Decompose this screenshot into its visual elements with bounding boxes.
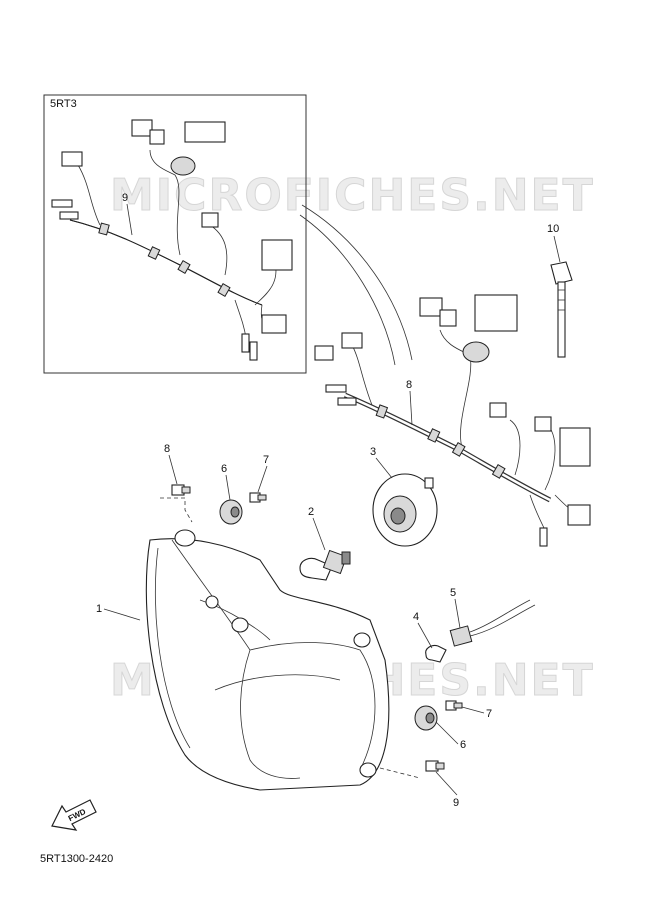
callout-5: 5 — [450, 587, 456, 599]
bolt-top — [171, 484, 191, 496]
callout-8-bottom: 9 — [453, 797, 459, 809]
callout-4: 4 — [413, 611, 419, 623]
callout-2: 2 — [308, 506, 314, 518]
callout-1: 1 — [96, 603, 102, 615]
fwd-arrow-icon: FWD — [51, 799, 97, 831]
inset-leader-2 — [299, 214, 396, 366]
callout-10: 10 — [547, 223, 559, 235]
damper-bottom — [414, 705, 438, 731]
auxiliary-bulb — [425, 644, 447, 663]
callout-3: 3 — [370, 446, 376, 458]
callout-7-top: 7 — [263, 454, 269, 466]
callout-8-top: 8 — [164, 443, 170, 455]
headlight-assembly — [145, 529, 390, 791]
inset-title: 5RT3 — [50, 98, 77, 110]
socket-cord — [449, 599, 536, 647]
damper-top — [219, 499, 243, 525]
diagram-code: 5RT1300-2420 — [40, 853, 113, 865]
callout-9: 8 — [406, 379, 412, 391]
screw-bottom — [445, 700, 463, 711]
watermark-top: MICROFICHES.NET — [110, 170, 595, 221]
wire-harness — [314, 294, 591, 547]
socket-cover — [372, 473, 438, 547]
bolt-bottom — [425, 760, 445, 772]
callout-6-top: 6 — [221, 463, 227, 475]
callout-6-bottom: 6 — [460, 739, 466, 751]
headlight-bulb — [299, 549, 351, 581]
callout-7-bottom: 7 — [486, 708, 492, 720]
screw-top — [249, 492, 267, 503]
inset-leader-1 — [301, 204, 413, 361]
inset-callout-9: 9 — [122, 192, 128, 204]
cable-tie — [550, 261, 573, 358]
inset-5rt3: 5RT3 — [43, 94, 307, 374]
inset-wire-harness — [51, 119, 293, 361]
